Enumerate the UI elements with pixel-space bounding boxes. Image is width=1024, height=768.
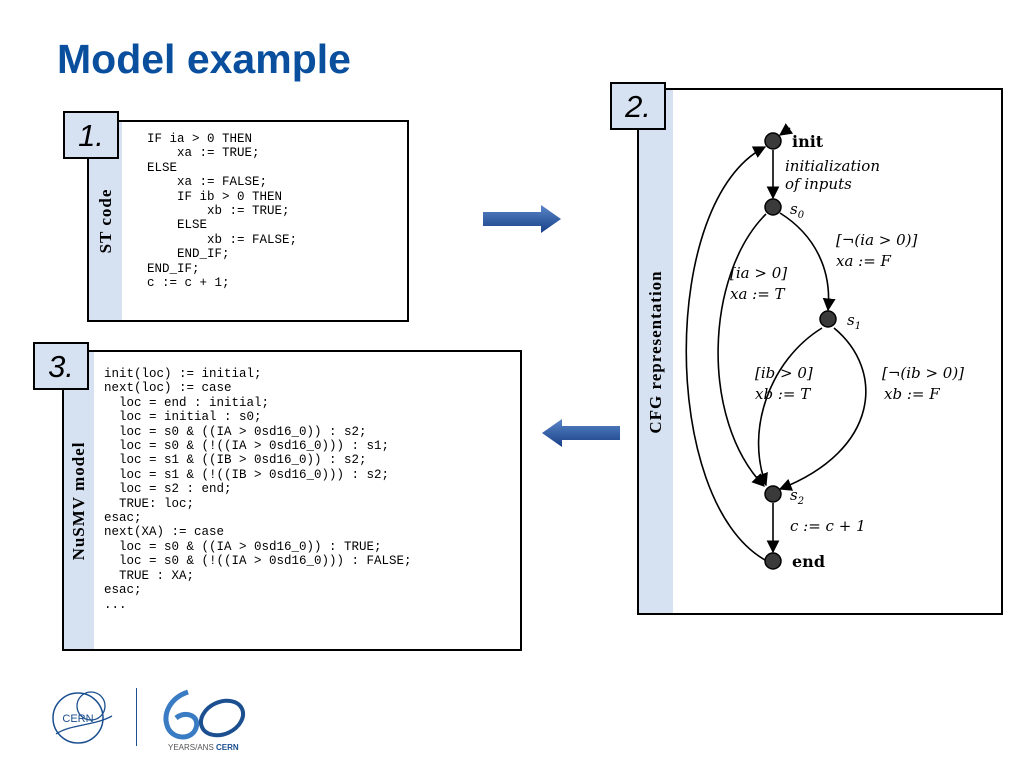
entry-edge [778,123,794,136]
anniversary-60-logo: YEARS/ANS CERN [163,689,246,752]
slide-title: Model example [57,36,351,82]
panel-number-2: 2. [610,82,666,130]
arrow-left-icon [542,419,620,447]
sixty-six-shape [163,689,200,740]
edge-s1-s2-right [778,327,867,491]
anniversary-text: YEARS/ANS CERN [168,743,239,752]
node-init-label: init [792,132,824,151]
node-end [764,552,782,570]
node-s0-label: s0 [790,200,805,221]
edge-s0-s1 [779,212,836,312]
cfg-sidebar: CFG representation [639,90,673,613]
panel-number-1: 1. [63,111,119,159]
s2-edge-label: c := c + 1 [790,517,866,535]
logo-divider [136,688,137,746]
edge-s1-s2-left [755,327,823,487]
cern-logo-swoosh [55,715,113,735]
cern-logo: CERN [52,691,113,744]
panel-number-3: 3. [33,342,89,390]
edge-end-init [685,146,767,561]
cern-logo-ring [52,692,104,744]
arrow-right-icon [483,205,561,233]
s0-left-guard: [ia > 0] [730,264,787,282]
s0-left-action: xa := T [730,285,786,303]
node-s2-label: s2 [790,486,804,507]
node-end-label: end [792,552,825,571]
node-s1-label: s1 [847,311,861,332]
init-edge-label-2: of inputs [785,175,852,193]
s1-right-guard: [¬(ib > 0)] [882,364,964,382]
s0-right-action: xa := F [836,252,892,270]
st-code-block: IF ia > 0 THEN xa := TRUE; ELSE xa := FA… [147,132,298,291]
s1-left-action: xb := T [755,385,811,403]
node-s1 [819,310,837,328]
cfg-panel: CFG representation [637,88,1003,615]
s1-right-action: xb := F [884,385,940,403]
node-s0 [764,198,782,216]
node-init [764,132,782,150]
nusmv-code-block: init(loc) := initial; next(loc) := case … [104,367,412,612]
s0-right-guard: [¬(ia > 0)] [836,231,918,249]
cern-logo-text: CERN [62,713,93,725]
node-s2 [764,485,782,503]
nusmv-sidebar: NuSMV model [64,352,94,649]
edge-s0-s2 [717,213,767,487]
nusmv-model-panel: NuSMV model init(loc) := initial; next(l… [62,350,522,651]
s1-left-guard: [ib > 0] [755,364,813,382]
cern-logo-ring-small [76,691,106,721]
sixty-zero-shape [198,698,246,738]
st-code-panel: ST code IF ia > 0 THEN xa := TRUE; ELSE … [87,120,409,322]
init-edge-label-1: initialization [785,157,880,175]
